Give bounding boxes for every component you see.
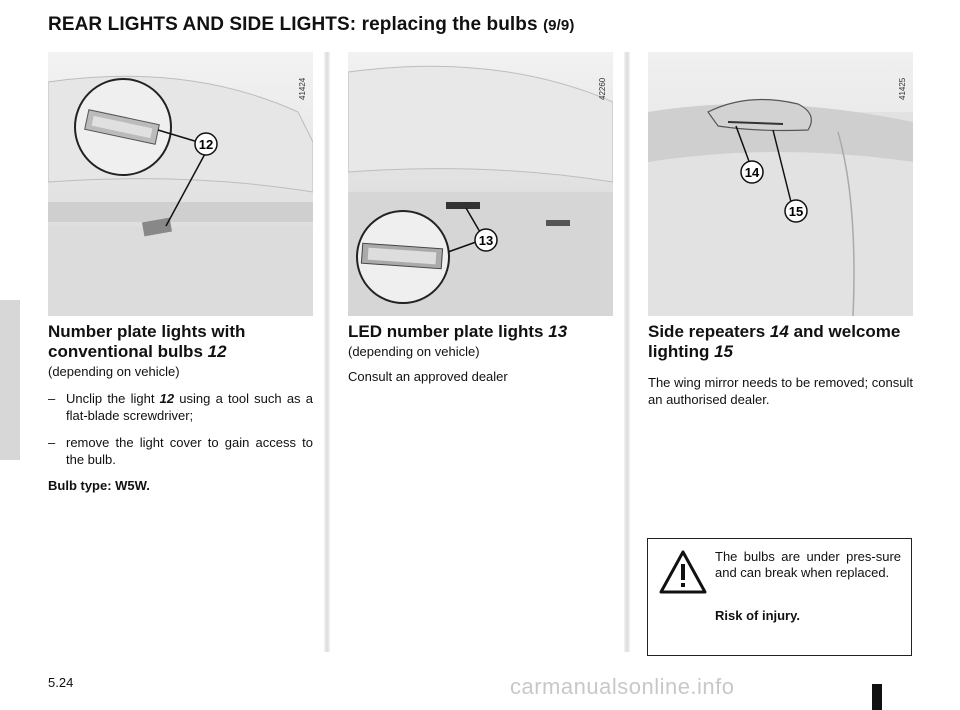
warning-box: The bulbs are under pres-sure and can br…	[647, 538, 912, 656]
warning-text: The bulbs are under pres-sure and can br…	[715, 549, 901, 580]
section-subheading: (depending on vehicle)	[348, 344, 480, 359]
column-divider	[324, 52, 330, 652]
illustration-tailgate: 13	[348, 52, 613, 316]
section-heading: Side repeaters 14 and welcome lighting 1…	[648, 322, 901, 361]
section-tab	[0, 300, 20, 460]
callout-13: 13	[479, 233, 493, 248]
page-title-suffix: (9/9)	[543, 17, 575, 34]
illustration-rear-bumper: 12	[48, 52, 313, 316]
watermark: carmanualsonline.info	[510, 674, 735, 699]
callout-12: 12	[199, 137, 213, 152]
bulb-type: Bulb type: W5W.	[48, 478, 150, 493]
warning-triangle-icon	[659, 550, 707, 594]
section-heading: Number plate lights with conventional bu…	[48, 322, 246, 361]
column-divider	[624, 52, 630, 652]
section-led-number-plate-lights: LED number plate lights 13 (depending on…	[348, 322, 613, 385]
page-corner-mark	[872, 684, 882, 710]
page-number: 5.24	[48, 675, 74, 690]
illustration-wing-mirror: 14 15	[648, 52, 913, 316]
instruction-item: –Unclip the light 12 using a tool such a…	[48, 391, 313, 423]
section-text: Consult an approved dealer	[348, 369, 508, 384]
callout-14: 14	[745, 165, 760, 180]
callout-15: 15	[789, 204, 803, 219]
section-number-plate-lights: Number plate lights with conventional bu…	[48, 322, 313, 493]
figure-number-plate-lights: 12 41424	[48, 52, 313, 316]
figure-ref: 42260	[598, 77, 607, 100]
warning-emphasis: Risk of injury.	[715, 608, 800, 623]
figure-ref: 41425	[898, 77, 907, 100]
figure-ref: 41424	[298, 77, 307, 100]
figure-side-repeaters: 14 15 41425	[648, 52, 913, 316]
section-heading: LED number plate lights 13	[348, 322, 568, 341]
page-title: REAR LIGHTS AND SIDE LIGHTS: replacing t…	[48, 14, 574, 36]
figure-led-number-plate-lights: 13 42260	[348, 52, 613, 316]
page-title-text: REAR LIGHTS AND SIDE LIGHTS: replacing t…	[48, 14, 538, 35]
section-subheading: (depending on vehicle)	[48, 364, 180, 379]
section-text: The wing mirror needs to be removed; con…	[648, 375, 913, 407]
instruction-item: –remove the light cover to gain access t…	[48, 435, 313, 467]
section-side-repeaters: Side repeaters 14 and welcome lighting 1…	[648, 322, 913, 408]
